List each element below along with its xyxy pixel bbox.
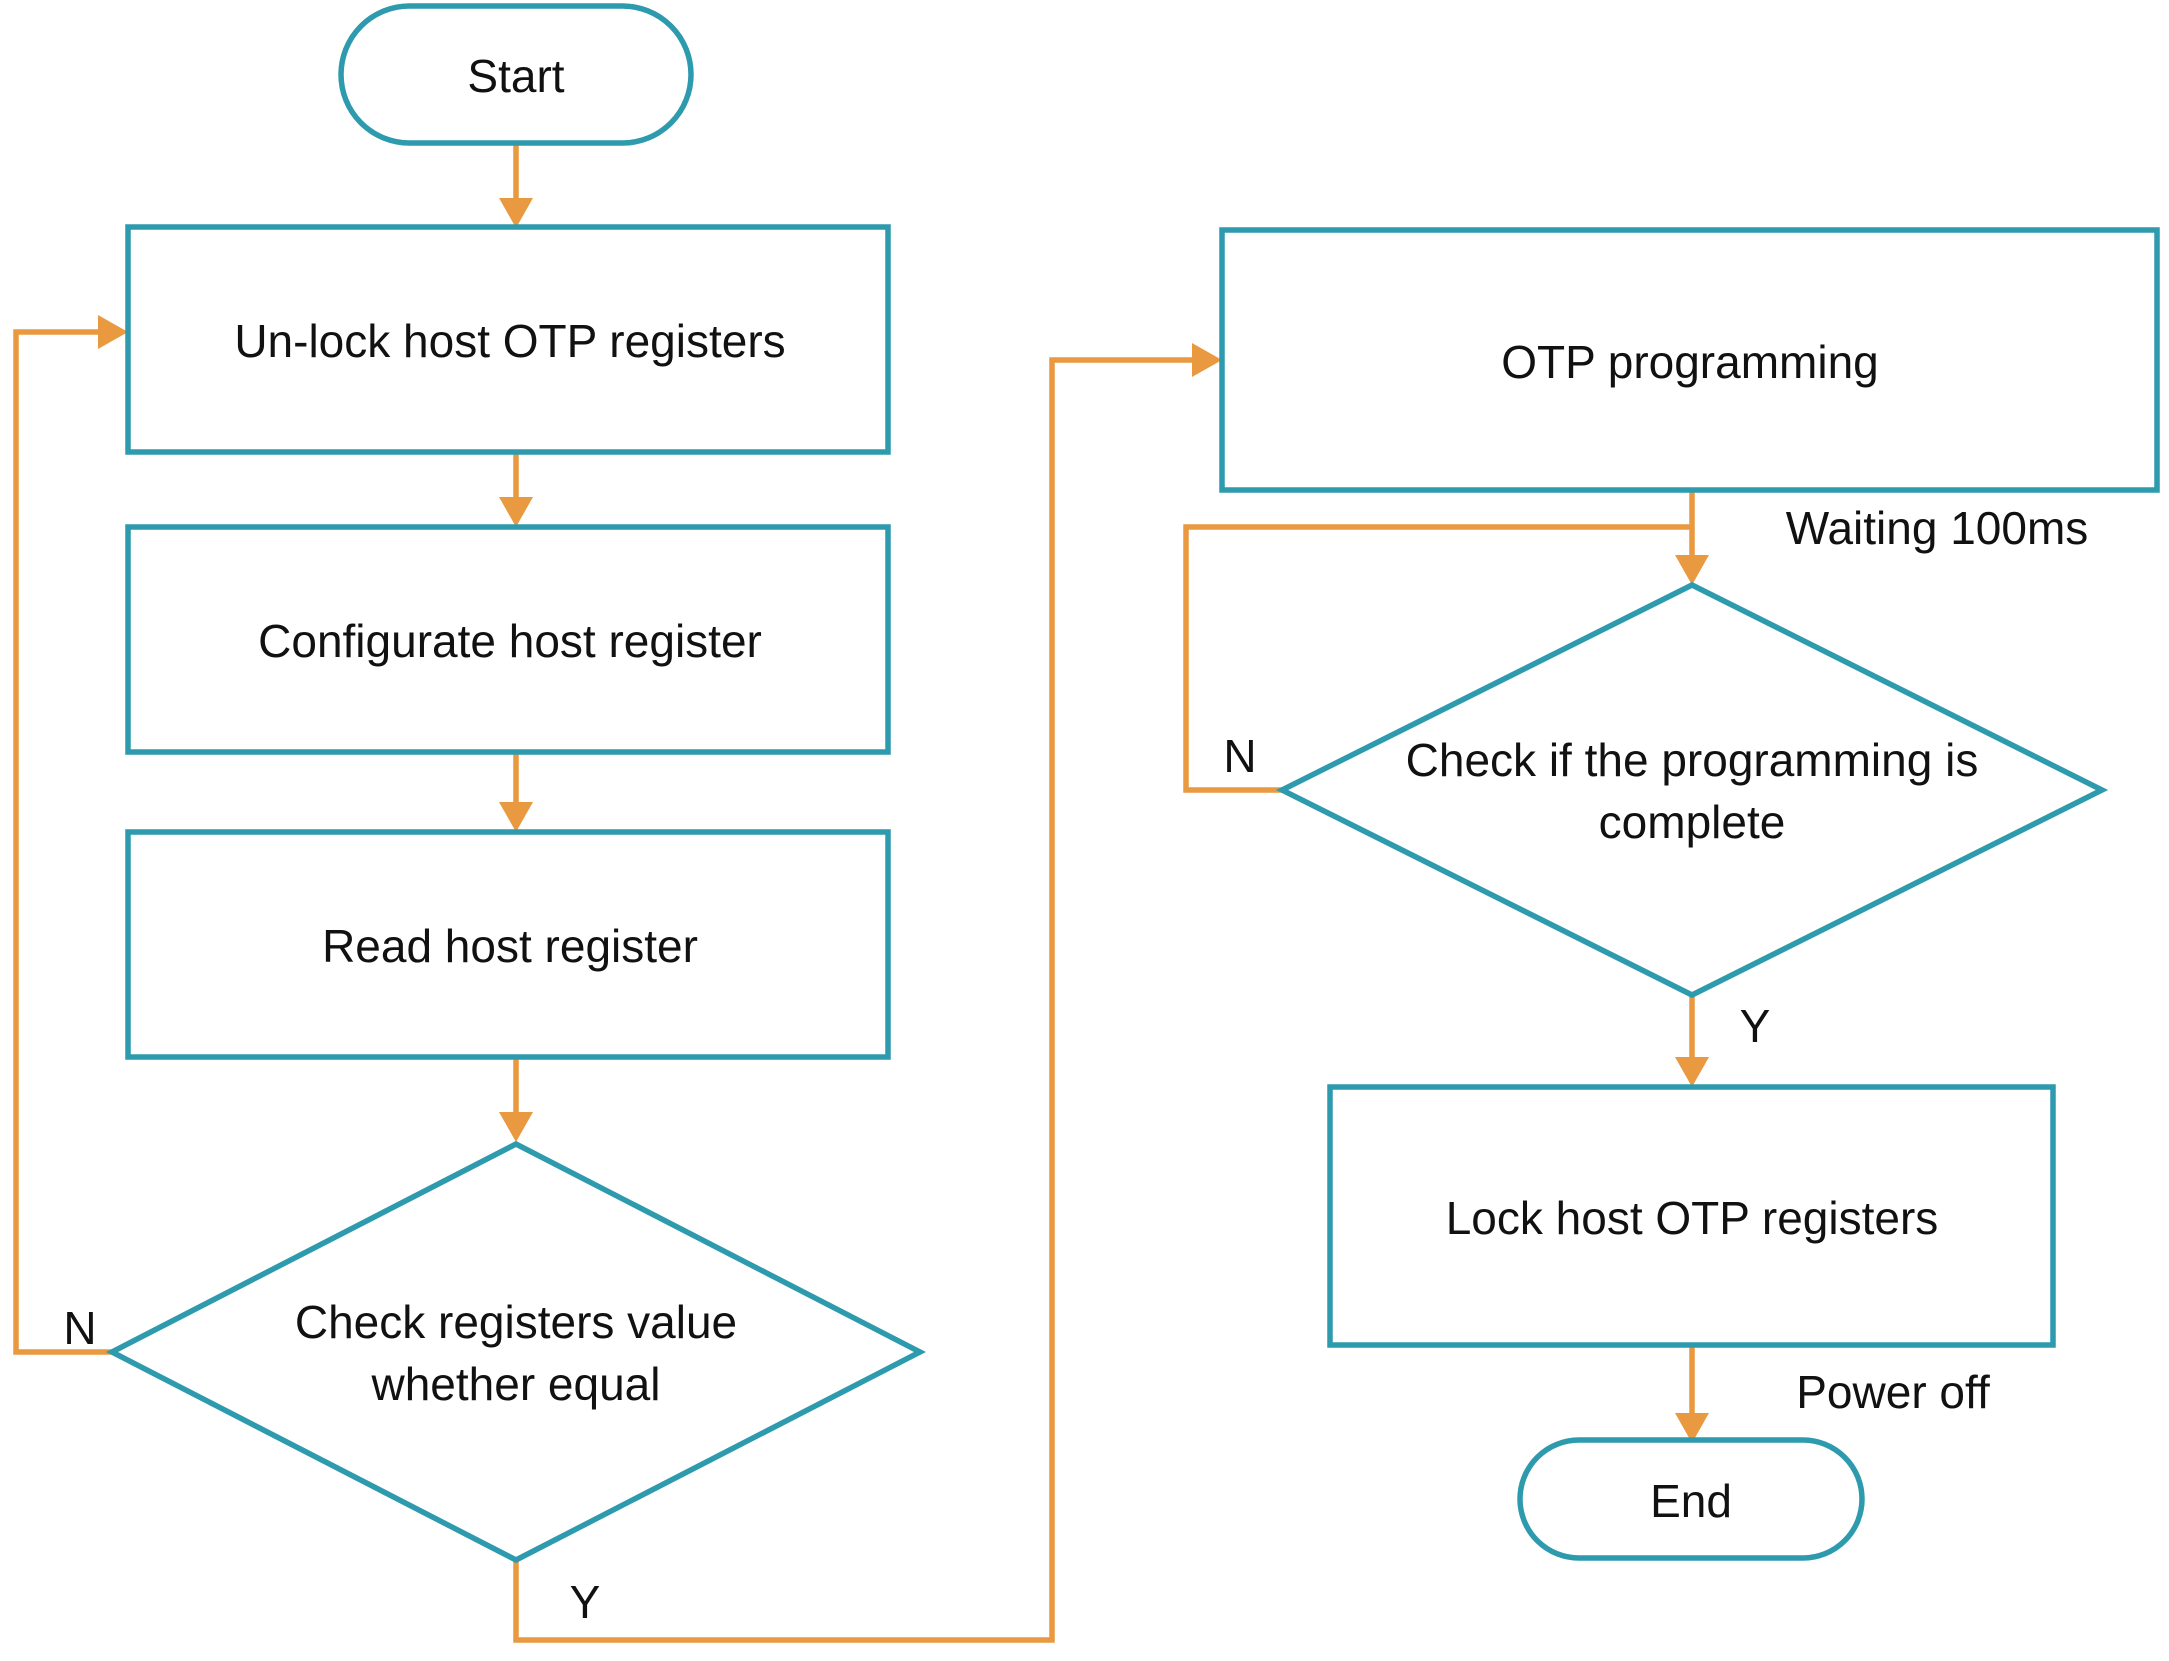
decision-diamond-shape <box>105 1140 927 1564</box>
check-programming-label-line2: complete <box>1599 796 1786 848</box>
edge-read-to-check-registers <box>499 1057 533 1142</box>
process-box-shape <box>125 524 891 755</box>
process-box-shape <box>1219 227 2160 493</box>
edge-check-registers-yes-to-otp <box>513 343 1222 1643</box>
label-check-programming-yes: Y <box>1740 1000 1771 1052</box>
arrow-down-icon <box>499 802 533 832</box>
process-box-shape <box>125 224 891 455</box>
node-check-registers-decision: Check registers value whether equal <box>105 1140 927 1564</box>
label-power-off: Power off <box>1796 1366 1990 1418</box>
configurate-label: Configurate host register <box>258 615 762 667</box>
edge-otp-to-check-programming <box>1675 490 1709 585</box>
edge-check-programming-no-loop <box>1183 524 1692 793</box>
end-terminator-shape <box>1517 1437 1865 1561</box>
node-check-programming-decision: Check if the programming is complete <box>1275 581 2109 999</box>
lock-label: Lock host OTP registers <box>1446 1192 1939 1244</box>
start-terminator-shape <box>338 3 694 146</box>
edge-lock-to-end <box>1675 1345 1709 1443</box>
arrow-down-icon <box>499 198 533 228</box>
node-unlock-host-otp-registers: Un-lock host OTP registers <box>125 224 891 455</box>
arrow-down-icon <box>1675 1413 1709 1443</box>
edge-unlock-to-configurate <box>499 452 533 527</box>
arrow-right-icon <box>98 315 128 349</box>
end-label: End <box>1650 1475 1732 1527</box>
node-configurate-host-register: Configurate host register <box>125 524 891 755</box>
arrow-down-icon <box>1675 555 1709 585</box>
arrow-down-icon <box>499 497 533 527</box>
node-end: End <box>1517 1437 1865 1561</box>
label-check-programming-no: N <box>1223 730 1256 782</box>
decision-diamond-shape <box>1275 581 2109 999</box>
start-label: Start <box>467 50 564 102</box>
edge-line <box>513 357 1192 1643</box>
arrow-down-icon <box>1675 1057 1709 1087</box>
label-check-registers-yes: Y <box>570 1576 601 1628</box>
node-otp-programming: OTP programming <box>1219 227 2160 493</box>
node-lock-host-otp-registers: Lock host OTP registers <box>1327 1084 2056 1348</box>
check-registers-label-line2: whether equal <box>371 1358 661 1410</box>
read-label: Read host register <box>322 920 698 972</box>
edge-line <box>1183 524 1692 793</box>
unlock-label: Un-lock host OTP registers <box>234 315 785 367</box>
edge-check-registers-no-loop <box>13 315 128 1355</box>
check-programming-label-line1: Check if the programming is <box>1406 734 1979 786</box>
arrow-right-icon <box>1192 343 1222 377</box>
process-box-shape <box>125 829 891 1060</box>
arrow-down-icon <box>499 1112 533 1142</box>
otp-programming-label: OTP programming <box>1501 336 1879 388</box>
process-box-shape <box>1327 1084 2056 1348</box>
edge-start-to-unlock <box>499 144 533 228</box>
edge-check-programming-yes-to-lock <box>1675 995 1709 1087</box>
edge-configurate-to-read <box>499 752 533 832</box>
edge-line <box>13 329 112 1355</box>
node-start: Start <box>338 3 694 146</box>
label-waiting-100ms: Waiting 100ms <box>1786 502 2089 554</box>
node-read-host-register: Read host register <box>125 829 891 1060</box>
label-check-registers-no: N <box>63 1302 96 1354</box>
check-registers-label-line1: Check registers value <box>295 1296 737 1348</box>
